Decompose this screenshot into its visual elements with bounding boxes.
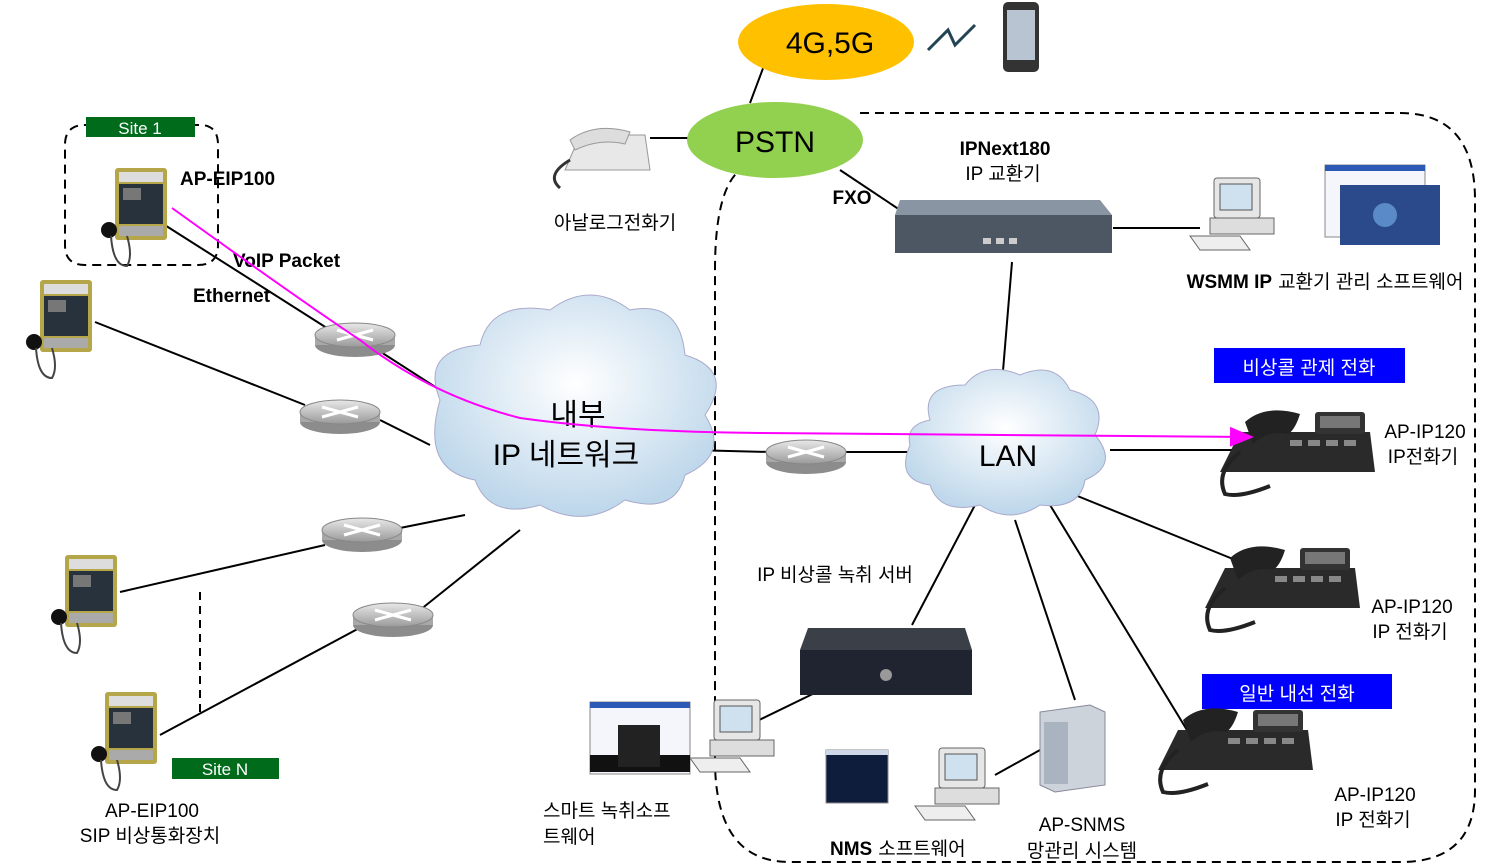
- phone-1-model: AP-IP120: [1384, 422, 1465, 443]
- emergency-control-badge: [1214, 348, 1405, 383]
- snms-model: AP-SNMS: [1039, 815, 1126, 836]
- site1-boundary: [64, 124, 219, 266]
- emergency-device-desc: SIP 비상통화장치: [80, 825, 220, 847]
- internal-ip-network-cloud: 내부 IP 네트워크: [434, 294, 717, 517]
- fxo-label: FXO: [832, 188, 871, 209]
- router-icon: [320, 516, 404, 554]
- general-extension-badge: [1202, 674, 1392, 709]
- site1-device-label: AP-EIP100: [180, 169, 275, 190]
- wsmm-pc-icon: [1189, 177, 1275, 251]
- voip-packet-path: [171, 207, 1254, 447]
- general-extension-title: 일반 내선 전화: [1239, 683, 1354, 705]
- nms-screenshot: [825, 749, 889, 804]
- snms-desc: 망관리 시스템: [1027, 840, 1137, 862]
- phone-2-desc: IP 전화기: [1372, 621, 1447, 643]
- nms-label-text: 소프트웨어: [878, 838, 965, 860]
- site1-badge-label: Site 1: [118, 119, 161, 138]
- recording-server-label: IP 비상콜 녹취 서버: [757, 564, 913, 586]
- internal-network-label-line2: IP 네트워크: [493, 439, 640, 472]
- router-icon: [351, 601, 435, 639]
- emergency-control-title: 비상콜 관제 전화: [1243, 357, 1376, 379]
- pstn-node: [687, 102, 863, 178]
- smart-recording-label-line1: 스마트 녹취소프: [543, 800, 671, 822]
- mobile-network-node: [738, 4, 914, 80]
- mobile-network-label: 4G,5G: [786, 27, 874, 60]
- wireless-signal-icon: [926, 23, 977, 52]
- pbx-type: IP 교환기: [965, 163, 1040, 185]
- nms-pc-icon: [914, 747, 1000, 821]
- ethernet-label: Ethernet: [193, 286, 271, 307]
- pbx-name: IPNext180: [960, 139, 1051, 160]
- analog-phone-icon: [552, 127, 651, 190]
- pstn-label: PSTN: [735, 126, 815, 159]
- emergency-phone-icon: [100, 167, 168, 267]
- siteN-badge: [172, 758, 279, 779]
- phone-3-desc: IP 전화기: [1335, 809, 1410, 831]
- recording-pc-icon: [689, 699, 775, 773]
- phone-2-model: AP-IP120: [1371, 597, 1452, 618]
- recording-server-device: [800, 628, 972, 695]
- nms-label-bold: NMS: [830, 839, 872, 860]
- router-icon: [764, 438, 848, 476]
- phone-1-desc: IP전화기: [1388, 446, 1458, 468]
- snms-server-tower: [1039, 704, 1106, 793]
- router-icon: [313, 321, 397, 359]
- ip-phone-icon: [1203, 544, 1362, 633]
- emergency-phone-icon: [25, 279, 93, 379]
- ip-pbx-device: [895, 200, 1112, 253]
- internal-zone-boundary: [714, 112, 1476, 863]
- voip-packet-label: VoIP Packet: [233, 251, 341, 272]
- phone-3-model: AP-IP120: [1334, 785, 1415, 806]
- router-icon: [298, 398, 382, 436]
- site1-badge: [86, 117, 195, 137]
- nms-label: NMS 소프트웨어: [830, 838, 966, 860]
- smart-recording-label-line2: 트웨어: [543, 826, 595, 848]
- wsmm-label-bold: WSMM IP: [1187, 272, 1273, 293]
- emergency-device-model: AP-EIP100: [105, 801, 199, 822]
- siteN-badge-label: Site N: [202, 760, 248, 779]
- ip-phone-icon: [1218, 408, 1377, 497]
- wsmm-label-text: 교환기 관리 소프트웨어: [1278, 271, 1463, 293]
- lan-label: LAN: [979, 440, 1037, 473]
- emergency-phone-icon: [50, 554, 118, 654]
- lan-cloud: LAN: [905, 368, 1106, 516]
- mobile-phone-icon: [1003, 2, 1039, 72]
- analog-phone-label: 아날로그전화기: [554, 212, 676, 234]
- emergency-phone-icon: [90, 691, 158, 791]
